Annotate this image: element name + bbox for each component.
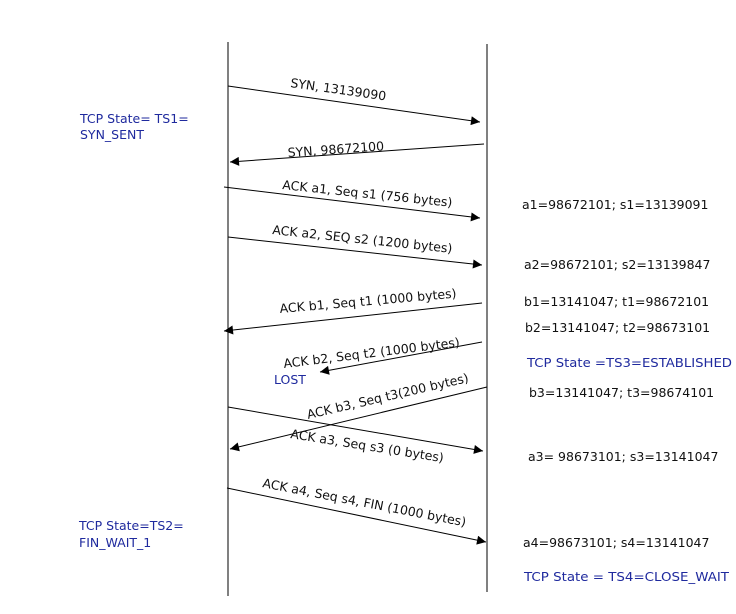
- label-ack-a2: ACK a2, SEQ s2 (1200 bytes): [272, 222, 453, 256]
- arrow-ack-b1: [223, 302, 483, 335]
- client-state-ts2-line1: TCP State=TS2=: [78, 518, 184, 533]
- server-value-a2-s2: a2=98672101; s2=13139847: [524, 257, 710, 272]
- server-state-ts4: TCP State = TS4=CLOSE_WAIT: [523, 569, 729, 584]
- label-ack-a4: ACK a4, Seq s4, FIN (1000 bytes): [261, 475, 467, 529]
- arrow-ack-a2: [227, 236, 483, 269]
- server-value-a1-s1: a1=98672101; s1=13139091: [522, 197, 708, 212]
- server-value-b3-t3: b3=13141047; t3=98674101: [529, 385, 714, 400]
- server-value-a4-s4: a4=98673101; s4=13141047: [523, 535, 709, 550]
- server-value-b2-t2: b2=13141047; t2=98673101: [525, 320, 710, 335]
- arrow-ack-b3: [229, 386, 488, 452]
- server-state-ts3: TCP State =TS3=ESTABLISHED: [526, 355, 732, 370]
- arrow-ack-a1: [223, 186, 481, 222]
- arrow-ack-a4-fin: [226, 487, 487, 545]
- server-value-a3-s3: a3= 98673101; s3=13141047: [528, 449, 718, 464]
- lost-label: LOST: [274, 372, 306, 387]
- label-ack-b2: ACK b2, Seq t2 (1000 bytes): [283, 334, 461, 371]
- client-state-ts1-line2: SYN_SENT: [80, 127, 144, 142]
- label-ack-b1: ACK b1, Seq t1 (1000 bytes): [279, 286, 457, 316]
- label-ack-a1: ACK a1, Seq s1 (756 bytes): [282, 177, 453, 210]
- arrow-ack-a3: [227, 406, 484, 454]
- client-state-ts1-line1: TCP State= TS1=: [79, 111, 189, 126]
- label-syn-client: SYN, 13139090: [290, 75, 388, 103]
- label-ack-b3: ACK b3, Seq t3(200 bytes): [305, 370, 470, 422]
- server-value-b1-t1: b1=13141047; t1=98672101: [524, 294, 709, 309]
- arrow-ack-b2-lost: [319, 341, 483, 375]
- label-ack-a3: ACK a3, Seq s3 (0 bytes): [290, 426, 445, 465]
- client-state-ts2-line2: FIN_WAIT_1: [79, 535, 151, 550]
- label-syn-server: SYN, 98672100: [287, 138, 384, 160]
- arrow-syn-client: [227, 85, 481, 126]
- arrow-syn-server: [229, 143, 485, 166]
